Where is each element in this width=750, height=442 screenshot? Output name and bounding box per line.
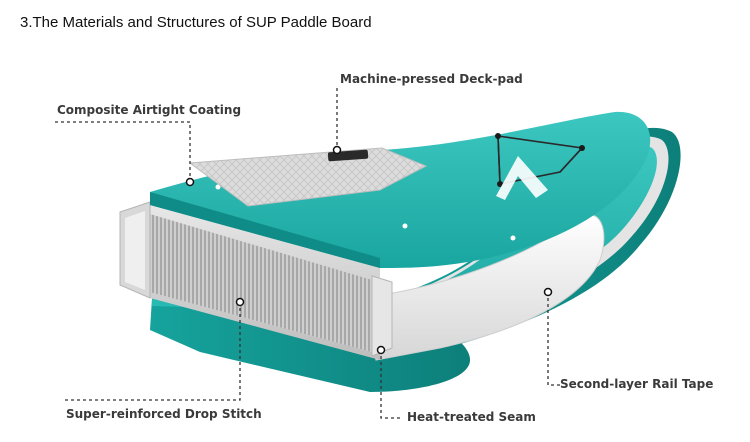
callout-deck-pad: Machine-pressed Deck-pad	[340, 72, 523, 86]
rail-tape	[359, 214, 605, 361]
callout-rail-tape: Second-layer Rail Tape	[560, 377, 714, 391]
coating-dot	[185, 177, 195, 187]
seam-dot	[376, 345, 386, 355]
leader-lines	[55, 88, 560, 419]
stitch-leader	[65, 302, 241, 401]
stitch-dot	[235, 297, 245, 307]
deck-pad-dot	[332, 145, 342, 155]
coating-leader	[55, 121, 191, 182]
drop-stitch-core	[119, 201, 393, 360]
callout-heat-seam: Heat-treated Seam	[407, 410, 536, 424]
seam-leader	[380, 350, 400, 419]
rail-dot	[543, 287, 553, 297]
deck-top	[150, 111, 651, 269]
callout-drop-stitch: Super-reinforced Drop Stitch	[66, 407, 262, 421]
page-title: 3.The Materials and Structures of SUP Pa…	[20, 14, 372, 31]
rail-leader	[547, 292, 560, 386]
callout-airtight-coating: Composite Airtight Coating	[57, 103, 242, 117]
leader-dots	[185, 145, 553, 355]
